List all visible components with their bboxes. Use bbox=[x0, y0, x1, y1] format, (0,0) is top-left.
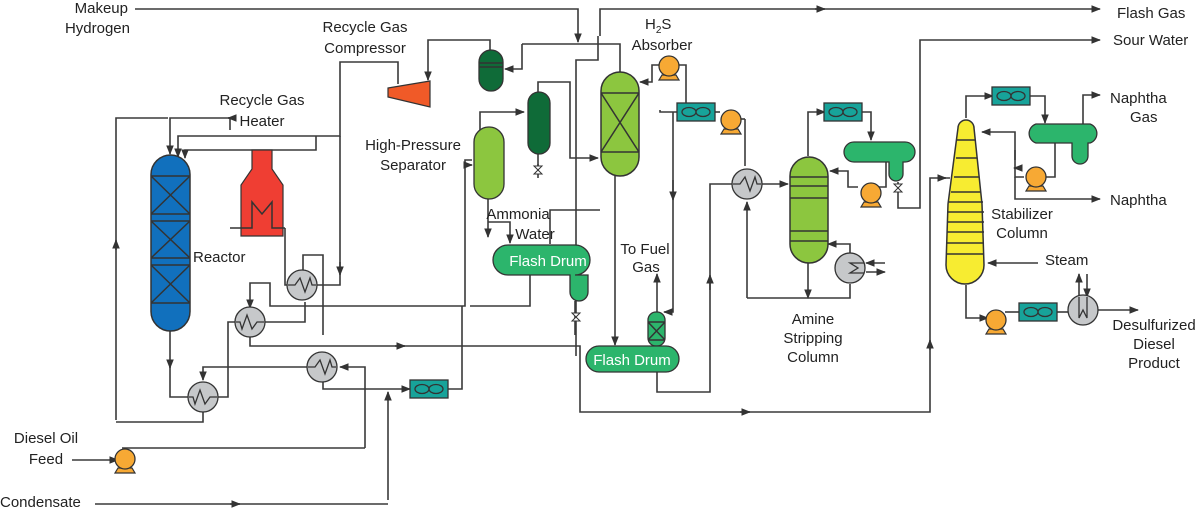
stabilizer-column-label-2: Column bbox=[996, 225, 1048, 242]
desulfurized-diesel-product-label-1: Desulfurized bbox=[1112, 317, 1195, 334]
heat-exchanger[interactable] bbox=[731, 168, 763, 200]
condensate-label: Condensate bbox=[0, 494, 81, 508]
reactor[interactable] bbox=[150, 154, 191, 332]
amine-stripping-column[interactable] bbox=[789, 156, 829, 264]
amine-stripping-column-label-1: Amine bbox=[792, 311, 835, 328]
flash-drum-2[interactable]: Flash Drum bbox=[585, 311, 680, 373]
to-fuel-gas-label-2: Gas bbox=[632, 259, 660, 276]
amine-stripping-column-label-3: Column bbox=[787, 349, 839, 366]
sour-water-label: Sour Water bbox=[1113, 32, 1188, 49]
stabilizer-column[interactable] bbox=[945, 119, 985, 285]
recycle-gas-compressor-label-1: Recycle Gas bbox=[322, 19, 407, 36]
valve-icon[interactable] bbox=[532, 165, 544, 175]
diesel-oil-feed-label-1: Diesel Oil bbox=[14, 430, 78, 447]
diesel-oil-feed-label-2: Feed bbox=[29, 451, 63, 468]
naphtha-label: Naphtha bbox=[1110, 192, 1167, 209]
naphtha-reflux-drum[interactable] bbox=[1028, 123, 1098, 165]
air-cooler[interactable] bbox=[823, 102, 863, 122]
process-lines bbox=[72, 5, 1139, 508]
high-pressure-separator[interactable] bbox=[473, 126, 505, 200]
h2s-absorber-label-1: H2S bbox=[645, 16, 671, 36]
air-cooler[interactable] bbox=[676, 102, 716, 122]
makeup-hydrogen-label-2: Hydrogen bbox=[65, 20, 130, 37]
flash-gas-label: Flash Gas bbox=[1117, 5, 1185, 22]
air-cooler[interactable] bbox=[1018, 302, 1058, 322]
valve-icon[interactable] bbox=[892, 183, 904, 193]
desulfurized-diesel-product-label-2: Diesel bbox=[1133, 336, 1175, 353]
product-cooler-exchanger[interactable] bbox=[1067, 294, 1099, 326]
makeup-hydrogen-line bbox=[135, 8, 582, 43]
high-pressure-separator-label-1: High-Pressure bbox=[365, 137, 461, 154]
makeup-hydrogen-label-1: Makeup bbox=[75, 0, 128, 17]
h2s-absorber[interactable] bbox=[600, 71, 640, 177]
heat-exchanger[interactable] bbox=[306, 351, 338, 383]
high-pressure-separator-label-2: Separator bbox=[380, 157, 446, 174]
steam-label: Steam bbox=[1045, 252, 1088, 269]
h2s-absorber-label-2: Absorber bbox=[632, 37, 693, 54]
amine-reflux-drum[interactable] bbox=[843, 141, 916, 193]
reboiler[interactable] bbox=[834, 252, 866, 284]
air-cooler[interactable] bbox=[409, 379, 449, 399]
amine-stripping-column-label-2: Stripping bbox=[783, 330, 842, 347]
reactor-label: Reactor bbox=[193, 249, 246, 266]
flash-drum-1[interactable]: Flash Drum bbox=[492, 244, 591, 322]
cold-separator-drum[interactable] bbox=[527, 91, 551, 175]
recycle-gas-compressor-label-2: Compressor bbox=[324, 40, 406, 57]
valve-icon[interactable] bbox=[570, 312, 582, 322]
ammonia-water-label-1: Ammonia bbox=[486, 206, 550, 223]
desulfurized-diesel-product-label-3: Product bbox=[1128, 355, 1181, 372]
naphtha-gas-label-1: Naphtha bbox=[1110, 90, 1167, 107]
pump[interactable] bbox=[1025, 166, 1047, 192]
stabilizer-column-label-1: Stabilizer bbox=[991, 206, 1053, 223]
pump[interactable] bbox=[658, 55, 680, 81]
heat-exchanger[interactable] bbox=[286, 269, 318, 301]
flash-drum-1-label: Flash Drum bbox=[509, 253, 587, 270]
heat-exchanger[interactable] bbox=[187, 381, 219, 413]
naphtha-gas-label-2: Gas bbox=[1130, 109, 1158, 126]
recycle-gas-heater-label-1: Recycle Gas bbox=[219, 92, 304, 109]
pump[interactable] bbox=[114, 448, 136, 474]
recycle-gas-heater[interactable] bbox=[230, 149, 285, 237]
ammonia-water-label-2: Water bbox=[515, 226, 554, 243]
pump[interactable] bbox=[860, 182, 882, 208]
flash-drum-2-label: Flash Drum bbox=[593, 352, 671, 369]
flash-gas-line bbox=[599, 5, 1101, 36]
pump[interactable] bbox=[985, 309, 1007, 335]
air-cooler[interactable] bbox=[991, 86, 1031, 106]
to-fuel-gas-label-1: To Fuel bbox=[620, 241, 669, 258]
knockout-drum[interactable] bbox=[478, 49, 504, 92]
recycle-gas-compressor[interactable] bbox=[387, 80, 431, 108]
pump[interactable] bbox=[720, 109, 742, 135]
heat-exchanger[interactable] bbox=[234, 306, 266, 338]
recycle-gas-heater-label-2: Heater bbox=[239, 113, 284, 130]
